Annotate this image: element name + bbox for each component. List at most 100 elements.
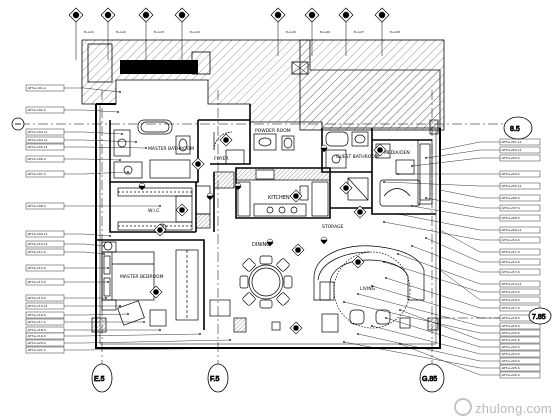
svg-text:APT-A-214-L1: APT-A-214-L1 [502,282,522,286]
elevation-callout: EL-A-05 [270,7,296,56]
svg-text:EL-A-04: EL-A-04 [190,30,200,34]
svg-text:APT-A-201-L1: APT-A-201-L1 [502,140,522,144]
grid-bubble-right-mid: 7.85 [528,307,552,325]
svg-text:APT-A-114-S: APT-A-114-S [28,296,46,300]
elevation-callout: EL-A-08 [374,7,400,56]
finish-tag: APT-A-217-S [385,277,541,312]
finish-tag: APT-A-108-C [25,202,161,210]
section-marks [138,144,328,247]
svg-text:APT-A-209-L1: APT-A-209-L1 [502,228,522,232]
finish-tag: APT-A-109-L1 [25,230,111,238]
svg-text:APT-A-117-S: APT-A-117-S [28,320,46,324]
room-label-wic: W.I.C. [148,208,161,214]
room-label-master-bedroom: MASTER BEDROOM [120,274,164,280]
svg-text:APT-A-108-C: APT-A-108-C [28,204,46,208]
svg-text:APT-A-225-S: APT-A-225-S [502,366,520,370]
svg-text:APT-A-206-S: APT-A-206-S [502,196,520,200]
svg-text:APT-A-205-L1: APT-A-205-L1 [502,184,522,188]
svg-text:E.5: E.5 [94,376,105,383]
svg-text:APT-A-116-S: APT-A-116-S [28,313,46,317]
finish-tag: APT-A-106-S [25,155,121,163]
finish-tag: APT-A-202-L1 [425,146,541,159]
svg-text:APT-A-215-S: APT-A-215-S [502,290,520,294]
room-label-dining: DINING [252,242,270,248]
kitchen-furniture [235,167,331,217]
finish-tag: APT-A-219-S [357,293,541,330]
svg-text:APT-A-219-S: APT-A-219-S [502,324,520,328]
finish-tag: APT-A-121-S [25,346,261,354]
svg-text:APT-A-105-L2: APT-A-105-L2 [28,145,48,149]
svg-text:EL-A-05: EL-A-05 [286,30,296,34]
finish-tag: APT-A-213-S [411,245,541,276]
master-bathroom-fixtures [113,119,191,179]
finish-tag: APT-A-224-S [357,333,541,365]
svg-text:APT-A-210-S: APT-A-210-S [502,238,520,242]
finish-tag: APT-A-212-S [425,237,541,266]
finish-tag: APT-A-117-S [25,318,145,326]
elevation-callout: EL-A-03 [138,7,164,60]
svg-text:APT-A-204-C: APT-A-204-C [502,172,520,176]
svg-text:EL-A-02: EL-A-02 [116,30,126,34]
powder-room-fixtures [213,131,295,189]
finish-tag: APT-A-207-S [425,197,541,212]
finish-tag: APT-A-105-L2 [25,143,147,151]
svg-text:APT-A-107-C: APT-A-107-C [28,172,46,176]
svg-text:EL-A-01: EL-A-01 [84,30,94,34]
finish-tag: APT-A-225-S [343,341,541,372]
svg-text:APT-A-113-S: APT-A-113-S [28,280,46,284]
finish-tag: APT-A-112-S [25,264,109,272]
room-label-media-den: MEDIA/DEN [384,150,410,156]
living-furniture [313,245,425,333]
svg-text:APT-A-217-S: APT-A-217-S [502,306,520,310]
room-label-foyer: FOYER [214,156,229,162]
finish-tag: APT-A-221-S [399,309,541,344]
elevation-callout: EL-A-06 [304,7,330,56]
finish-tag: APT-A-101-A [25,84,121,93]
finish-tag: APT-A-102-S [25,106,119,114]
svg-text:APT-A-221-S: APT-A-221-S [502,338,520,342]
grid-bubbles: 8.5 7.85 E.5 F.5 G.85 [11,116,552,393]
svg-text:APT-A-110-L1: APT-A-110-L1 [28,242,48,246]
finish-tag: APT-A-203-C [411,154,541,167]
finish-tag: APT-A-211-S [439,229,541,256]
svg-text:EL-A-07: EL-A-07 [354,30,364,34]
svg-text:8.5: 8.5 [510,126,520,133]
room-label-storage: STORAGE [322,224,344,230]
svg-text:APT-A-104-L1: APT-A-104-L1 [28,138,48,142]
grid-bubble-f5: F.5 [207,363,229,393]
svg-text:APT-A-112-S: APT-A-112-S [28,266,46,270]
svg-text:APT-A-213-S: APT-A-213-S [502,270,520,274]
svg-text:APT-A-119-S: APT-A-119-S [28,334,46,338]
svg-text:EL-A-08: EL-A-08 [390,30,400,34]
room-labels: MASTER BATHROOM POWDER ROOM FOYER GUEST … [120,128,410,292]
finish-tag: APT-A-208-S [411,205,541,222]
svg-text:APT-A-109-L1: APT-A-109-L1 [28,232,48,236]
svg-text:APT-A-224-S: APT-A-224-S [502,359,520,363]
grid-bubble-g85: G.85 [419,363,445,393]
finish-tag: APT-A-209-L1 [397,213,541,234]
room-label-master-bathroom: MASTER BATHROOM [148,146,194,152]
svg-text:APT-A-118-S: APT-A-118-S [28,328,46,332]
media-den-furniture [375,119,439,331]
finish-tag: APT-A-107-C [25,170,129,178]
svg-text:APT-A-115-L2: APT-A-115-L2 [28,304,48,308]
svg-text:APT-A-121-S: APT-A-121-S [28,348,46,352]
svg-text:APT-A-220-S: APT-A-220-S [502,331,520,335]
elevation-callout: EL-A-07 [338,7,364,56]
grid-bubble-e5: E.5 [91,363,113,393]
wall-masses [87,43,309,83]
svg-text:APT-A-202-L1: APT-A-202-L1 [502,148,522,152]
svg-text:APT-A-223-S: APT-A-223-S [502,352,520,356]
svg-text:APT-A-208-S: APT-A-208-S [502,216,520,220]
room-label-powder-room: POWDER ROOM [255,128,291,134]
elevation-callout: EL-A-01 [68,7,94,60]
finish-tag: APT-A-220-S [343,301,541,337]
svg-text:APT-A-120-S: APT-A-120-S [28,341,46,345]
finish-tag: APT-A-204-C [397,170,541,178]
finish-tag: APT-A-216-S [439,269,541,304]
dining-furniture [209,255,293,333]
finish-tag: APT-A-205-L1 [383,181,541,190]
finish-tag: APT-A-115-L2 [25,302,121,310]
svg-text:APT-A-103-L1: APT-A-103-L1 [28,130,48,134]
